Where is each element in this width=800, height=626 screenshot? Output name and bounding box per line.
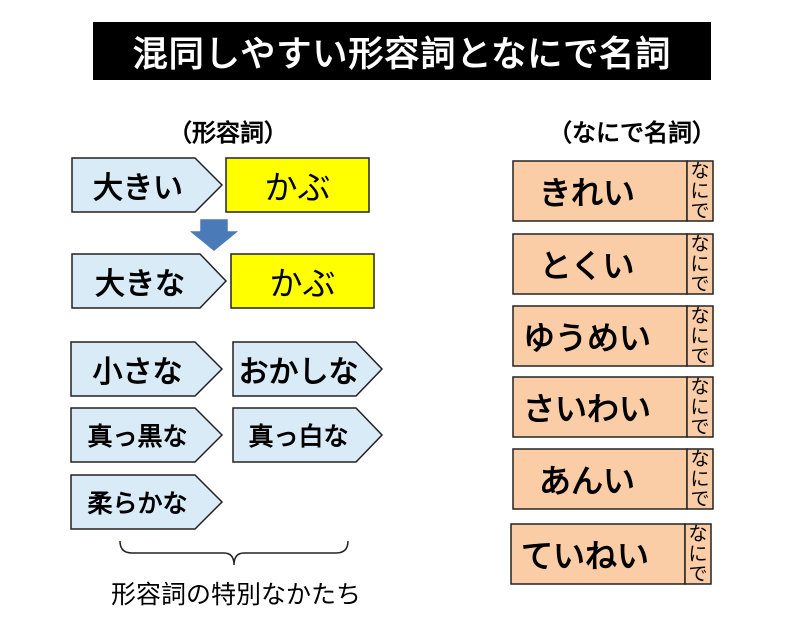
na-noun-tab (686, 305, 714, 367)
special-adjective-label: おかしな (238, 355, 359, 390)
curly-brace (119, 540, 349, 566)
na-noun-box (512, 233, 688, 295)
na-noun-tab (686, 160, 714, 222)
na-noun-box (512, 305, 688, 367)
na-noun-tab (686, 376, 714, 438)
na-tab-text: なにで (690, 160, 710, 222)
na-tab-text: なにで (690, 233, 710, 295)
adjective-pentagon-top (71, 157, 224, 213)
noun-label: かぶ (264, 168, 331, 207)
page-title: 混同しやすい形容詞となにで名詞 (93, 22, 711, 80)
adjective-pentagon-bottom (71, 253, 228, 309)
na-noun-label: あんい (538, 462, 635, 500)
na-noun-label: さいわい (522, 390, 651, 428)
na-noun-label: ていねい (520, 537, 649, 575)
special-adjective-label: 小さな (92, 355, 183, 390)
special-adjective-shape (232, 341, 384, 397)
na-noun-label: とくい (539, 247, 635, 285)
adjective-label: 大きい (93, 171, 183, 206)
na-tab-text: なにで (690, 305, 710, 367)
right-heading: （なにで名詞） (548, 119, 716, 147)
na-noun-box (512, 448, 688, 510)
na-noun-label: きれい (538, 174, 635, 212)
special-adjective-shape (232, 407, 384, 463)
na-tab-text: なにで (690, 376, 710, 438)
special-adjective-label: 真っ黒な (87, 422, 188, 451)
noun-box-top (225, 157, 370, 213)
noun-box-bottom (230, 253, 375, 309)
na-tab-text: なにで (690, 448, 710, 510)
special-adjective-shape (70, 474, 224, 530)
na-noun-tab (686, 233, 714, 295)
adjective-label: 大きな (95, 267, 185, 302)
special-adjective-label: 柔らかな (87, 489, 188, 518)
left-heading: （形容詞） (168, 119, 288, 147)
na-tab-text: なにで (688, 523, 708, 585)
special-adjective-shape (70, 341, 224, 397)
special-adjective-shape (70, 407, 224, 463)
na-noun-box (510, 523, 686, 585)
noun-label: かぶ (269, 264, 336, 303)
down-arrow-icon (189, 219, 239, 251)
special-adjective-label: 真っ白な (248, 422, 349, 451)
na-noun-box (512, 376, 688, 438)
brace-caption: 形容詞の特別なかたち (110, 580, 361, 609)
na-noun-tab (684, 523, 712, 585)
na-noun-label: ゆうめい (522, 319, 651, 357)
na-noun-tab (686, 448, 714, 510)
